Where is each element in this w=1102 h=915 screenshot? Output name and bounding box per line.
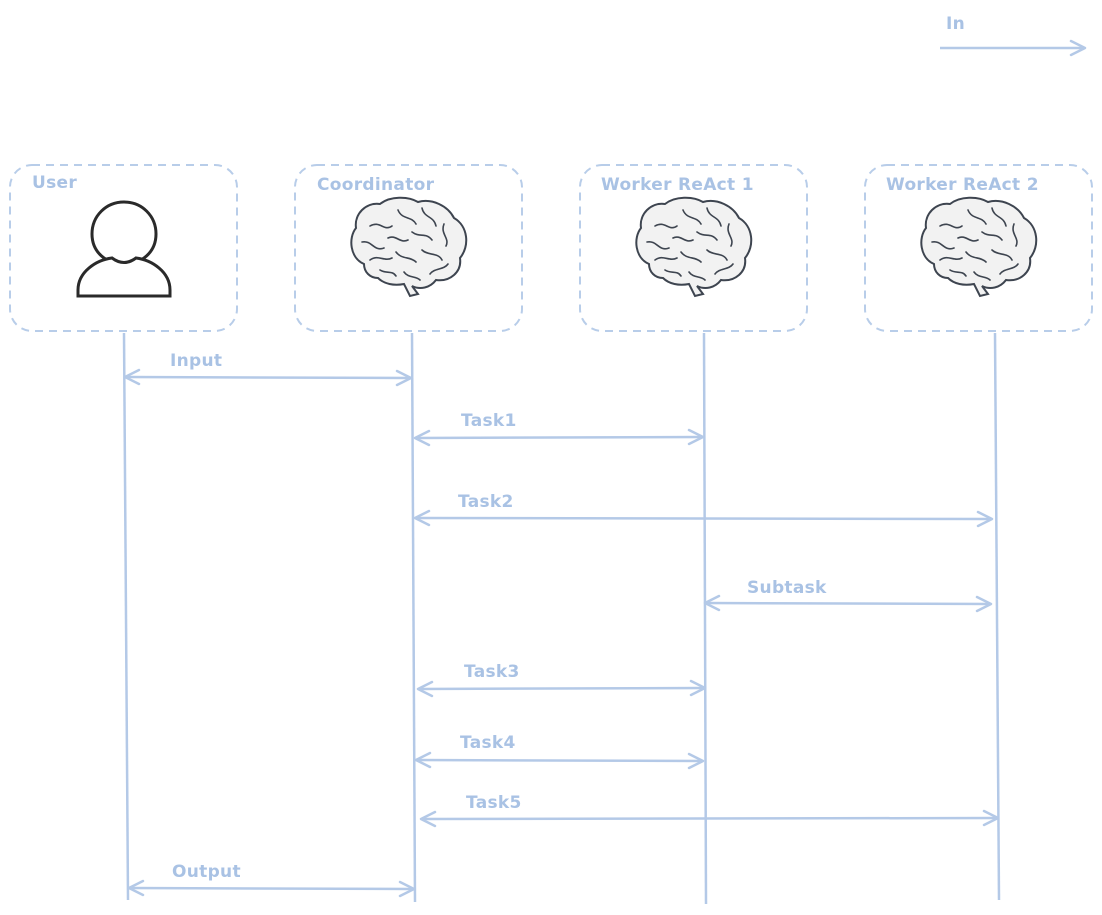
- message-task1: Task1: [413, 411, 705, 447]
- participant-frame-worker1: [579, 164, 808, 332]
- participant-frame-coordinator: [294, 164, 523, 332]
- participant-label-coordinator: Coordinator: [317, 175, 435, 195]
- legend-arrow-head: [1069, 39, 1087, 57]
- lifeline-coordinator: [410, 332, 417, 903]
- participant-label-user: User: [32, 173, 77, 193]
- message-label: Subtask: [747, 578, 827, 598]
- participant-frame-user: [9, 164, 238, 332]
- message-label: Input: [170, 351, 222, 371]
- lifeline-user: [122, 332, 130, 901]
- participant-label-worker1: Worker ReAct 1: [601, 175, 754, 195]
- lifeline-worker1: [702, 332, 708, 905]
- message-label: Task2: [458, 492, 514, 512]
- message-task2: Task2: [413, 492, 994, 528]
- message-label: Output: [172, 862, 241, 882]
- participant-coordinator: Coordinator: [294, 164, 523, 332]
- brain-icon: [635, 196, 753, 298]
- message-output: Output: [127, 862, 416, 898]
- participant-user: User: [9, 164, 238, 332]
- participant-label-worker2: Worker ReAct 2: [886, 175, 1039, 195]
- message-label: Task3: [464, 662, 520, 682]
- legend: In: [940, 14, 1087, 57]
- message-task4: Task4: [414, 733, 705, 770]
- message-input: Input: [123, 351, 413, 387]
- message-task5: Task5: [419, 793, 1000, 828]
- message-subtask: Subtask: [703, 578, 993, 613]
- lifeline-worker2: [993, 332, 1001, 901]
- message-label: Task4: [460, 733, 516, 753]
- participant-worker1: Worker ReAct 1: [579, 164, 808, 332]
- legend-label: In: [946, 14, 965, 34]
- brain-icon: [920, 196, 1038, 298]
- message-label: Task1: [461, 411, 517, 431]
- participant-worker2: Worker ReAct 2: [864, 164, 1093, 332]
- message-task3: Task3: [416, 662, 707, 698]
- brain-icon: [350, 196, 468, 298]
- user-icon: [76, 200, 172, 298]
- message-label: Task5: [466, 793, 522, 813]
- participant-frame-worker2: [864, 164, 1093, 332]
